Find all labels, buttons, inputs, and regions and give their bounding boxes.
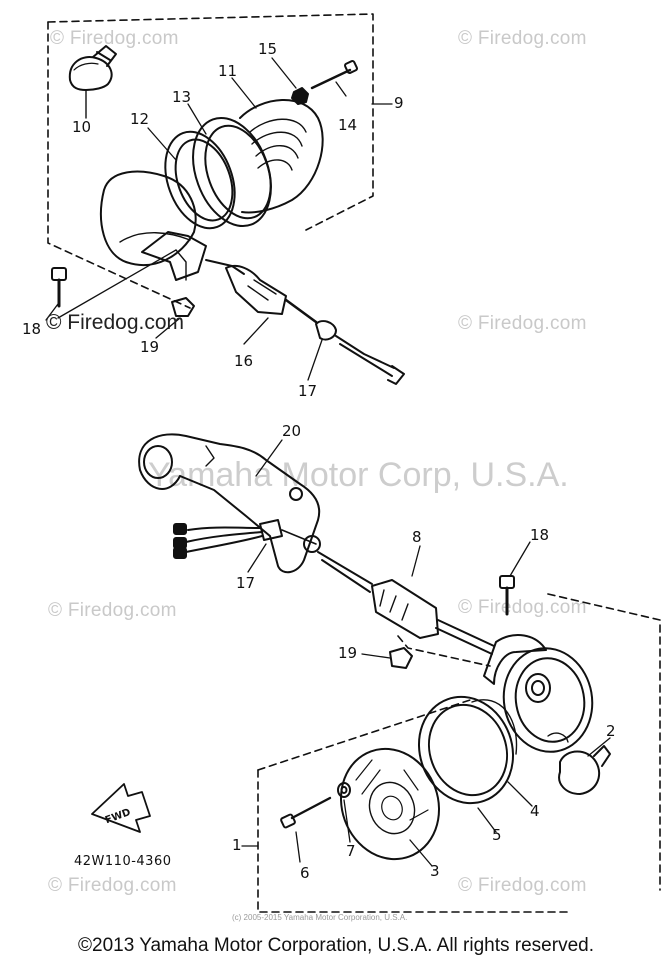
assembly-boundary-bottom [257, 593, 661, 913]
part-code: 42W110-4360 [74, 854, 172, 869]
mount-bracket-20 [138, 433, 321, 574]
callout-3: 3 [430, 862, 440, 880]
wire-grommet-top [225, 264, 405, 385]
callout-11: 11 [218, 62, 238, 80]
callout-16: 16 [234, 352, 254, 370]
fwd-arrow-icon [91, 783, 151, 833]
watermark-firedog: © Firedog.com [458, 313, 587, 334]
watermark-firedog: © Firedog.com [50, 28, 179, 49]
callout-9: 9 [394, 94, 404, 112]
callout-14: 14 [338, 116, 358, 134]
callout-17-bottom: 17 [236, 574, 256, 592]
watermark-firedog: © Firedog.com [458, 28, 587, 49]
lens-bottom [339, 747, 441, 861]
callout-1: 1 [232, 836, 242, 854]
assembly-boundary-top [47, 13, 374, 309]
callout-7: 7 [346, 842, 356, 860]
rim-ring-bottom [417, 695, 518, 805]
lamp-housing-bottom [483, 634, 594, 753]
watermark-firedog: © Firedog.com [48, 600, 177, 621]
screw-bottom [280, 796, 332, 829]
callout-12: 12 [130, 110, 150, 128]
callout-18-bottom: 18 [530, 526, 550, 544]
inline-credit: © Firedog.com [46, 311, 185, 334]
callout-5: 5 [492, 826, 502, 844]
nut-top [291, 87, 309, 105]
watermark-firedog: © Firedog.com [458, 597, 587, 618]
washer-bottom [337, 782, 351, 798]
wire-grommet-bottom [173, 519, 317, 559]
copyright-footer: ©2013 Yamaha Motor Corporation, U.S.A. A… [78, 935, 594, 956]
bolt-top [51, 267, 67, 308]
leaders-bottom [241, 439, 611, 867]
callout-20: 20 [282, 422, 302, 440]
callout-19-bottom: 19 [338, 644, 358, 662]
callout-13: 13 [172, 88, 192, 106]
bulb-top [68, 45, 117, 91]
callout-2: 2 [606, 722, 616, 740]
nut-19-bottom [389, 647, 413, 669]
bulb-bottom [558, 745, 611, 795]
callout-17-top: 17 [298, 382, 318, 400]
lamp-housing-top [192, 99, 324, 228]
bolt-bottom [499, 575, 515, 616]
rim-ring-top [164, 130, 236, 230]
callout-15: 15 [258, 40, 278, 58]
screw-top [310, 60, 358, 90]
callout-18-top: 18 [22, 320, 42, 338]
callout-10: 10 [72, 118, 92, 136]
watermark-corp: Yamaha Motor Corp, U.S.A. [148, 456, 569, 494]
callout-6: 6 [300, 864, 310, 882]
callout-19-top: 19 [140, 338, 160, 356]
nut-19-top [171, 297, 195, 317]
leaders-top [45, 57, 393, 381]
watermark-fine-print: (c) 2005-2015 Yamaha Motor Corporation, … [232, 913, 408, 922]
lens-top [100, 170, 197, 267]
watermark-firedog: © Firedog.com [48, 875, 177, 896]
callout-4: 4 [530, 802, 540, 820]
watermark-firedog: © Firedog.com [458, 875, 587, 896]
callout-8: 8 [412, 528, 422, 546]
stem-8 [317, 551, 495, 655]
